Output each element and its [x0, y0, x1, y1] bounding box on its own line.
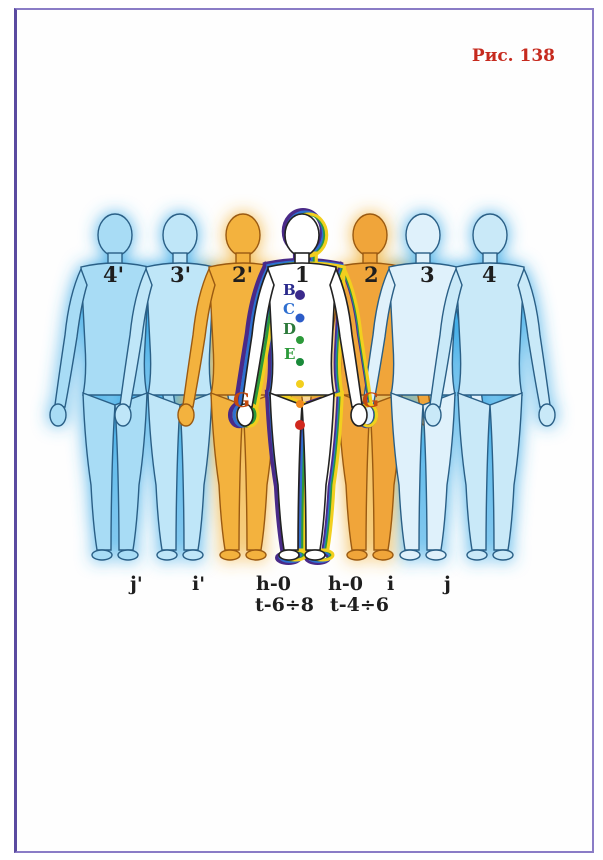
chakra-dot-heart	[296, 358, 304, 366]
label-h-right: h-0	[328, 573, 363, 595]
label-1: 1	[295, 262, 310, 287]
label-i: i	[387, 573, 394, 595]
label-3-prime: 3'	[170, 262, 191, 287]
label-j: j	[444, 573, 451, 595]
label-4-prime: 4'	[103, 262, 124, 287]
chakra-letter-b: B	[283, 281, 296, 299]
chakra-dot-sacral	[296, 400, 304, 408]
formula-left: t-6÷8	[255, 594, 314, 616]
label-3: 3	[420, 262, 435, 287]
g-letter-right: G	[362, 388, 379, 412]
chakra-dot-throat	[296, 336, 304, 344]
label-h-left: h-0	[256, 573, 291, 595]
chakra-dot-brow	[296, 314, 305, 323]
chakra-letter-c: C	[283, 300, 295, 318]
chakra-dot-solar	[296, 380, 304, 388]
chakra-dot-crown	[295, 290, 305, 300]
chakra-letter-e: E	[284, 345, 295, 363]
label-i-prime: i'	[192, 573, 205, 595]
chakra-dot-root	[295, 420, 305, 430]
label-2: 2	[364, 262, 379, 287]
label-4: 4	[482, 262, 497, 287]
formula-right: t-4÷6	[330, 594, 389, 616]
label-j-prime: j'	[130, 573, 143, 595]
g-letter-left: G	[233, 388, 250, 412]
label-2-prime: 2'	[232, 262, 253, 287]
chakra-letter-d: D	[283, 320, 296, 338]
